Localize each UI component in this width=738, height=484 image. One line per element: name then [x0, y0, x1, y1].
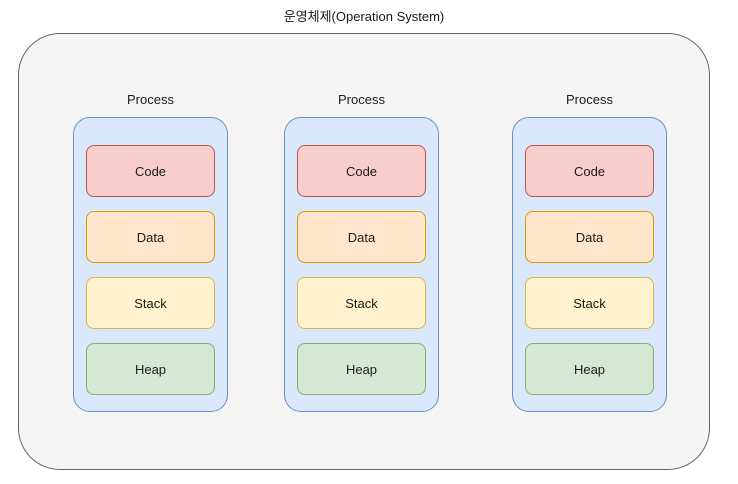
process-box: Code Data Stack Heap [73, 117, 228, 412]
os-title: 운영체제(Operation System) [283, 9, 445, 24]
process-box: Code Data Stack Heap [512, 117, 667, 412]
segment-heap: Heap [86, 343, 215, 395]
segment-code: Code [86, 145, 215, 197]
segment-heap: Heap [297, 343, 426, 395]
segment-stack: Stack [86, 277, 215, 329]
process-label: Process [338, 92, 385, 107]
segment-data: Data [86, 211, 215, 263]
segment-data: Data [297, 211, 426, 263]
segment-code: Code [525, 145, 654, 197]
process-group-2: Process Code Data Stack Heap [284, 91, 439, 412]
segment-stack: Stack [297, 277, 426, 329]
segment-heap: Heap [525, 343, 654, 395]
process-group-3: Process Code Data Stack Heap [512, 91, 667, 412]
os-container: Process Code Data Stack Heap Process Cod… [18, 33, 710, 470]
process-group-1: Process Code Data Stack Heap [73, 91, 228, 412]
process-label: Process [127, 92, 174, 107]
segment-code: Code [297, 145, 426, 197]
segment-stack: Stack [525, 277, 654, 329]
segment-data: Data [525, 211, 654, 263]
process-box: Code Data Stack Heap [284, 117, 439, 412]
process-label: Process [566, 92, 613, 107]
